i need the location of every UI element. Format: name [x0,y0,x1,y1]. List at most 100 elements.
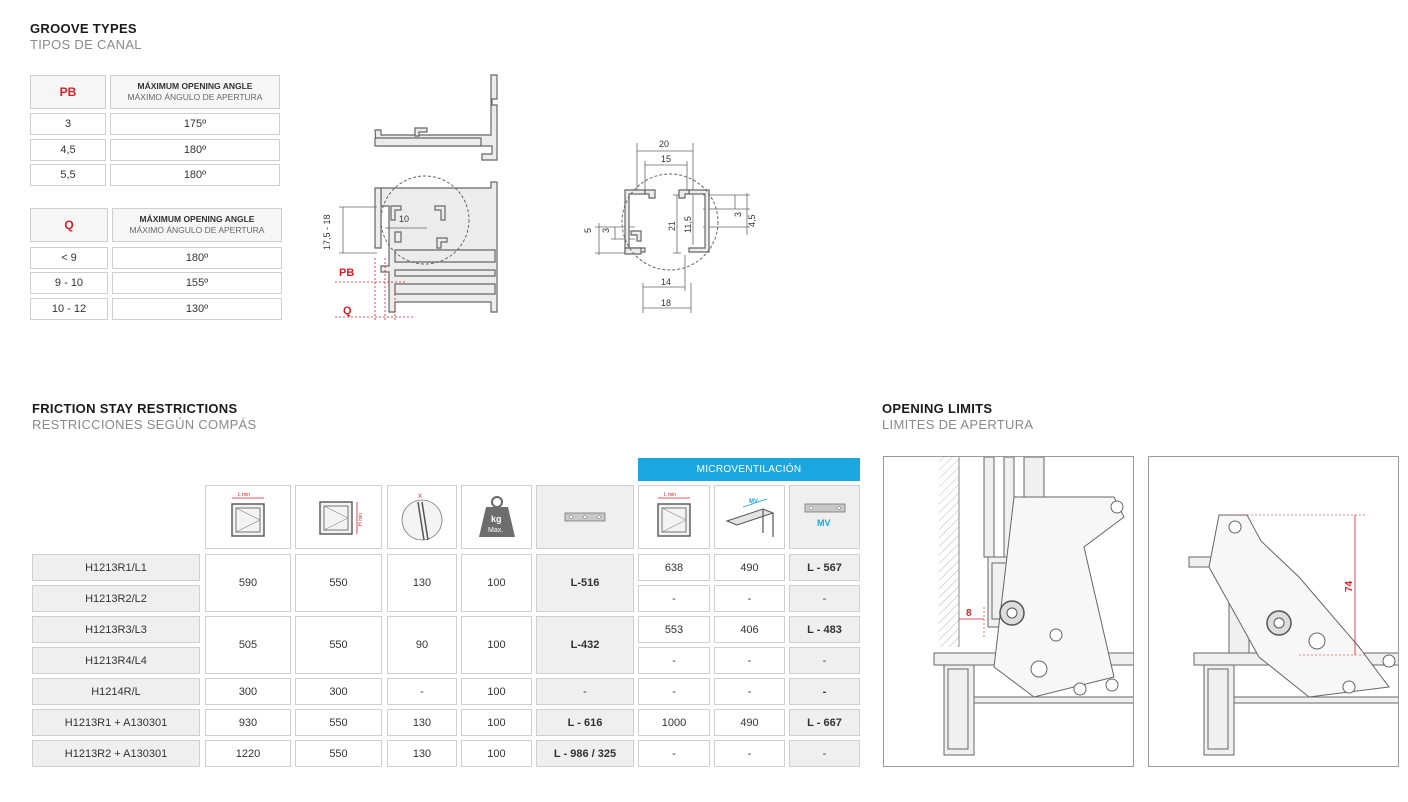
hmin-value: 550 [295,554,382,612]
hmin-value: 550 [295,616,382,674]
lmin-value: 300 [205,678,291,705]
kg-label: kg [491,514,502,524]
icon-cell-mv-lmin: L min [638,485,710,549]
kg-value: 100 [461,616,532,674]
lmin-value: 590 [205,554,291,612]
q-header-cell: MÁXIMUM OPENING ANGLE MÁXIMO ÁNGULO DE A… [112,208,282,242]
limits-title: OPENING LIMITS [882,401,993,416]
q-row-angle: 130º [112,298,282,320]
q-header-es: MÁXIMO ÁNGULO DE APERTURA [129,225,265,235]
x-value: 90 [387,616,457,674]
q-header-en: MÁXIMUM OPENING ANGLE [139,214,255,224]
groove-title: GROOVE TYPES [30,21,137,36]
dim-21: 21 [667,221,677,231]
x-value: - [387,678,457,705]
dim-pb-label: PB [339,267,354,279]
lmin-value: 505 [205,616,291,674]
kg-max-label: Max. [488,527,503,534]
dim-4-5: 4,5 [747,214,757,227]
icon-cell-mv-stay: MV [789,485,860,549]
mv-stay-icon: MV [804,503,845,528]
mv-stay-value: L - 567 [789,554,860,581]
model-cell: H1213R1 + A130301 [32,709,200,736]
mv-lmin-value: 553 [638,616,710,643]
mv-lmin-label: L min [664,492,676,498]
mv-lmin-value: - [638,678,710,705]
stay-value: L - 986 / 325 [536,740,634,767]
mv-lmin-value: - [638,585,710,612]
pb-header-es: MÁXIMO ÁNGULO DE APERTURA [127,92,263,102]
dim-3-right: 3 [733,212,743,217]
microventilation-header: MICROVENTILACIÓN [638,458,860,481]
dim-18: 18 [661,298,671,308]
mv-stay-value: L - 667 [789,709,860,736]
opening-limit-left-panel: 8 [883,456,1134,767]
hmin-value: 550 [295,740,382,767]
groove-detail-drawing: 20 15 21 11,5 3 4,5 5 3 14 18 [583,139,757,313]
mv-opening-value: - [714,647,785,674]
dim-3-left: 3 [601,228,611,233]
friction-title: FRICTION STAY RESTRICTIONS [32,401,238,416]
icon-cell-mv-opening: MV [714,485,785,549]
dim-q-label: Q [343,305,352,317]
opening-limit-right-panel: 74 [1148,456,1399,767]
kg-value: 100 [461,740,532,767]
icon-cell-hmin: H min [295,485,382,549]
q-key-cell: Q [30,208,108,242]
model-cell: H1214R/L [32,678,200,705]
mv-opening-value: 490 [714,554,785,581]
x-label: X [418,494,422,500]
dim-20: 20 [659,139,669,149]
icon-cell-lmin: L min [205,485,291,549]
x-value: 130 [387,740,457,767]
dim-5: 5 [583,228,593,233]
dim-11-5: 11,5 [683,216,693,233]
lmin-value: 1220 [205,740,291,767]
mv-opening-value: 406 [714,616,785,643]
mv-opening-value: - [714,678,785,705]
model-cell: H1213R3/L3 [32,616,200,643]
pb-key-cell: PB [30,75,106,109]
mv-lmin-value: 638 [638,554,710,581]
profile-section-drawing: 10 17,5 - 18 PB Q [322,74,498,320]
icon-cell-stay [536,485,634,549]
pb-row-key: 4,5 [30,139,106,161]
q-row-key: < 9 [30,247,108,269]
hmin-label: H min [358,513,364,526]
model-cell: H1213R4/L4 [32,647,200,674]
icon-cell-x: X [387,485,457,549]
lmin-window-icon: L min [231,492,265,537]
stay-value: L - 616 [536,709,634,736]
mv-lmin-value: - [638,647,710,674]
pb-row-key: 5,5 [30,164,106,186]
pb-row-key: 3 [30,113,106,135]
model-cell: H1213R2 + A130301 [32,740,200,767]
stay-value: L-516 [536,554,634,612]
friction-subtitle: RESTRICCIONES SEGÚN COMPÁS [32,417,257,432]
mv-lmin-value: - [638,740,710,767]
opening-limit-right-drawing: 74 [1188,514,1398,756]
x-value: 130 [387,554,457,612]
pb-row-angle: 180º [110,139,280,161]
q-row-angle: 180º [112,247,282,269]
stay-value: L-432 [536,616,634,674]
mv-stay-value: - [789,740,860,767]
lmin-label: L min [238,492,250,498]
section-x-icon: X [401,494,443,541]
mv-lmin-value: 1000 [638,709,710,736]
kg-value: 100 [461,554,532,612]
model-cell: H1213R1/L1 [32,554,200,581]
limits-subtitle: LIMITES DE APERTURA [882,417,1034,432]
hmin-value: 300 [295,678,382,705]
dim-17-5-18: 17,5 - 18 [322,214,332,250]
mv-stay-label: MV [817,518,831,528]
q-row-key: 9 - 10 [30,272,108,294]
mv-opening-value: - [714,585,785,612]
opening-limit-left-drawing: 8 [933,457,1133,756]
weight-icon: kg Max. [478,496,515,537]
dim-right-label: 74 [1344,580,1355,592]
pb-row-angle: 180º [110,164,280,186]
kg-value: 100 [461,709,532,736]
kg-value: 100 [461,678,532,705]
dim-15: 15 [661,154,671,164]
